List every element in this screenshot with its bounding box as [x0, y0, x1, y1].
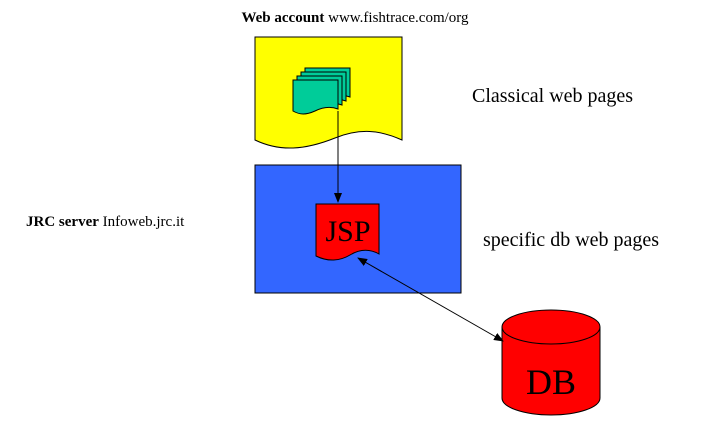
jsp-db-arrow: [357, 257, 504, 342]
jsp-label: JSP: [325, 215, 370, 248]
web-account-title: Web account: [241, 10, 325, 26]
jrc-server-title: JRC server: [26, 214, 99, 230]
database-cylinder: [501, 309, 601, 416]
web-account-url: www.fishtrace.com/org: [328, 10, 469, 26]
specific-db-pages-label: specific db web pages: [483, 229, 660, 251]
jrc-server-caption: JRC server Infoweb.jrc.it: [26, 214, 184, 231]
classical-pages-label: Classical web pages: [472, 85, 634, 107]
web-account-caption: Web account www.fishtrace.com/org: [0, 10, 710, 27]
jsp-document-shape: [315, 203, 380, 261]
db-label: DB: [526, 362, 576, 402]
page-stack-icon: [292, 67, 351, 115]
jrc-server-host: Infoweb.jrc.it: [102, 214, 185, 230]
